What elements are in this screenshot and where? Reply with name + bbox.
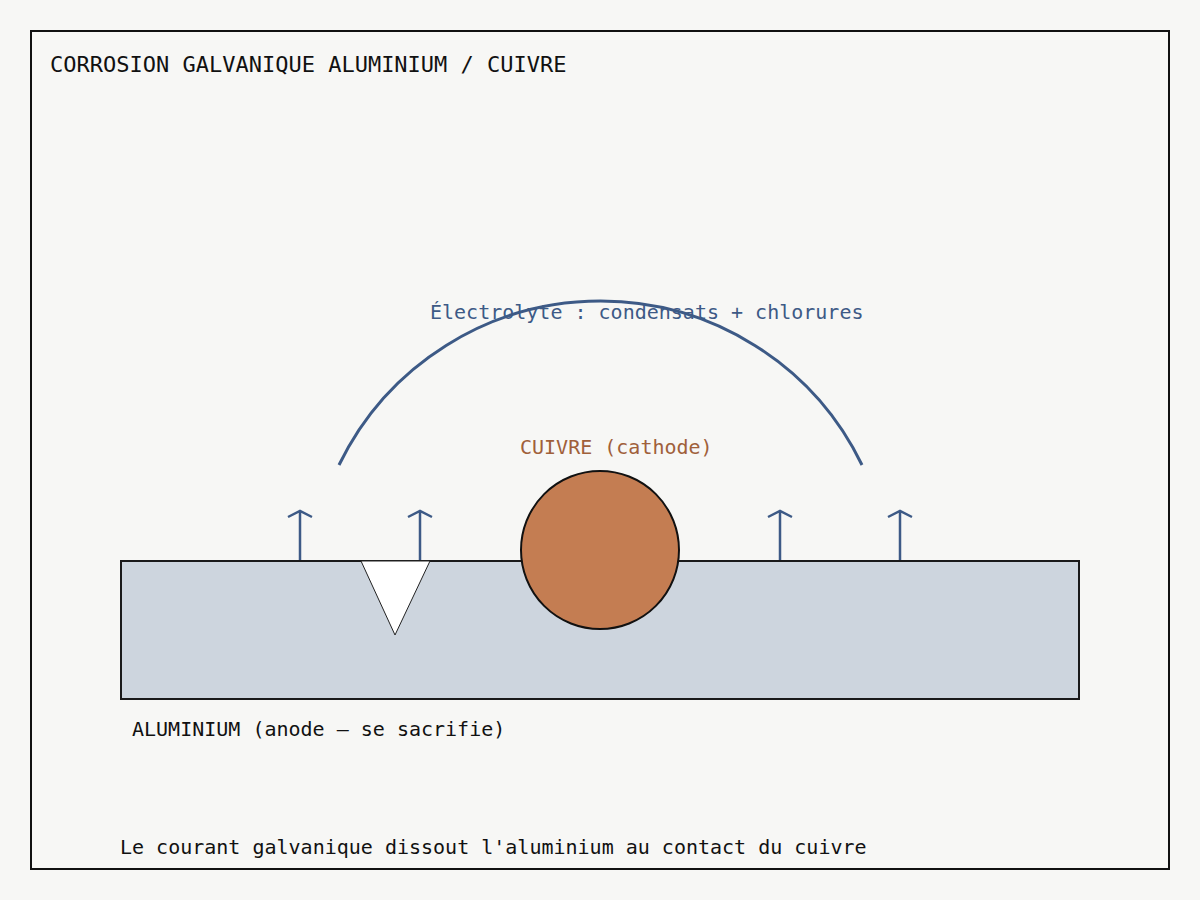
node-label: CUIVRE (cathode) [520,437,713,457]
copper-circle [521,471,679,629]
current-arrow [888,511,912,560]
diagram-caption: Le courant galvanique dissout l'aluminiu… [120,837,867,857]
diagram-title: CORROSION GALVANIQUE ALUMINIUM / CUIVRE [50,54,567,76]
electrolyte-arc [339,301,862,465]
current-arrow [288,511,312,560]
current-arrow [408,511,432,560]
frame-border [31,31,1169,869]
circle-outline [521,471,679,629]
corrosion-pit [361,561,430,635]
copper-conductor: CUIVRE (cathode) [521,471,679,629]
current-arrows [288,511,912,560]
current-arrow [768,511,792,560]
electrolyte-label: Électrolyte : condensats + chlorures [430,302,863,322]
node-label: ALUMINIUM (anode — se sacrifie) [132,719,505,739]
